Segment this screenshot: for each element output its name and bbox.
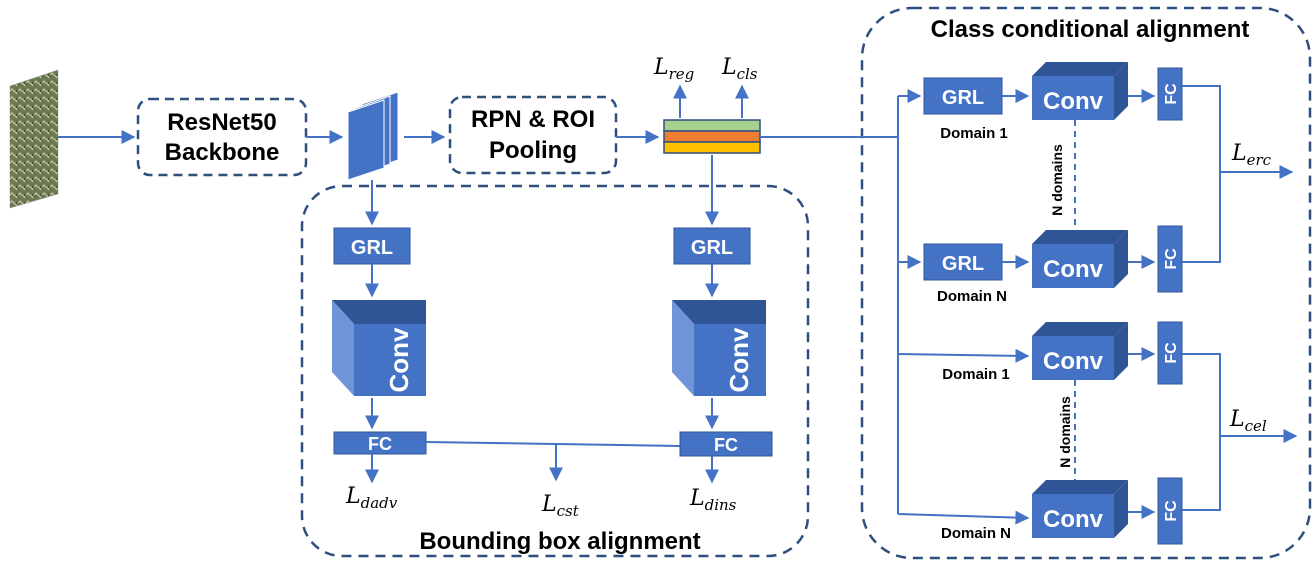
loss-cls: Lcls [721,55,758,83]
arrow-trunk-to-conv-ln [897,510,1030,525]
grl-domainN-box [923,243,1003,281]
upper-domain1-label: Domain 1 [940,125,1008,142]
class-alignment-group [860,6,1312,560]
fc-upper-domain1-box [1157,67,1183,121]
rpn-label-line1: RPN & ROI [471,106,595,133]
fc-lower-domain1-box [1157,321,1183,385]
right-fc-box [679,431,773,457]
fc-upper-domain1-label: FC [1163,83,1180,105]
conv-upper-domain1-block [1032,62,1128,120]
right-grl-box [673,227,751,265]
left-grl-box [333,227,411,265]
line-fc-u1-to-merge [1182,85,1221,172]
left-conv-block [332,300,426,396]
right-conv-block [672,300,766,396]
upper-n-domains-label: N domains [1049,144,1065,216]
grl-domain1-box [923,77,1003,115]
conv-lower-domainN-block [1032,480,1128,538]
loss-dadv: Ldadv [345,484,398,512]
lower-n-domains-label: N domains [1057,396,1073,468]
arrow-trunk-to-conv-l1 [897,348,1030,363]
class-alignment-title: Class conditional alignment [931,16,1250,43]
line-fc-un-to-merge [1182,172,1221,263]
upper-domainN-label: Domain N [937,288,1007,305]
conv-upper-domain1-label: Conv [1043,88,1104,115]
loss-cel: Lcel [1229,407,1267,435]
bbox-alignment-title: Bounding box alignment [419,528,700,555]
rpn-roi-box [448,95,618,175]
input-image-icon [9,69,59,209]
right-grl-label: GRL [691,237,733,259]
loss-dins: Ldins [689,486,737,514]
conv-upper-domainN-block [1032,230,1128,288]
line-fc-l1-to-merge [1182,353,1221,436]
conv-upper-domainN-label: Conv [1043,256,1104,283]
grl-domain1-label: GRL [942,87,984,109]
right-conv-label: Conv [724,327,754,393]
fc-lower-domain1-label: FC [1163,342,1180,364]
grl-domainN-label: GRL [942,253,984,275]
consistency-line [425,441,681,447]
left-conv-label: Conv [384,327,414,393]
loss-reg: Lreg [653,55,694,83]
loss-cst: Lcst [541,492,580,520]
conv-lower-domainN-label: Conv [1043,506,1104,533]
conv-lower-domain1-label: Conv [1043,348,1104,375]
right-fc-label: FC [714,435,738,455]
loss-erc: Lerc [1231,141,1272,169]
left-grl-label: GRL [351,237,393,259]
fc-lower-domainN-label: FC [1163,500,1180,522]
left-fc-label: FC [368,434,392,454]
rpn-label-line2: Pooling [489,137,577,164]
roi-features-icon [663,119,761,154]
fc-upper-domainN-box [1157,225,1183,293]
bbox-alignment-group [300,184,810,558]
conv-lower-domain1-block [1032,322,1128,380]
fc-upper-domainN-label: FC [1163,248,1180,270]
backbone-label-line2: Backbone [165,139,280,166]
lower-domain1-label: Domain 1 [942,366,1010,383]
line-fc-ln-to-merge [1182,436,1221,511]
lower-domainN-label: Domain N [941,525,1011,542]
backbone-label-line1: ResNet50 [167,109,276,136]
feature-maps-icon [347,91,399,181]
